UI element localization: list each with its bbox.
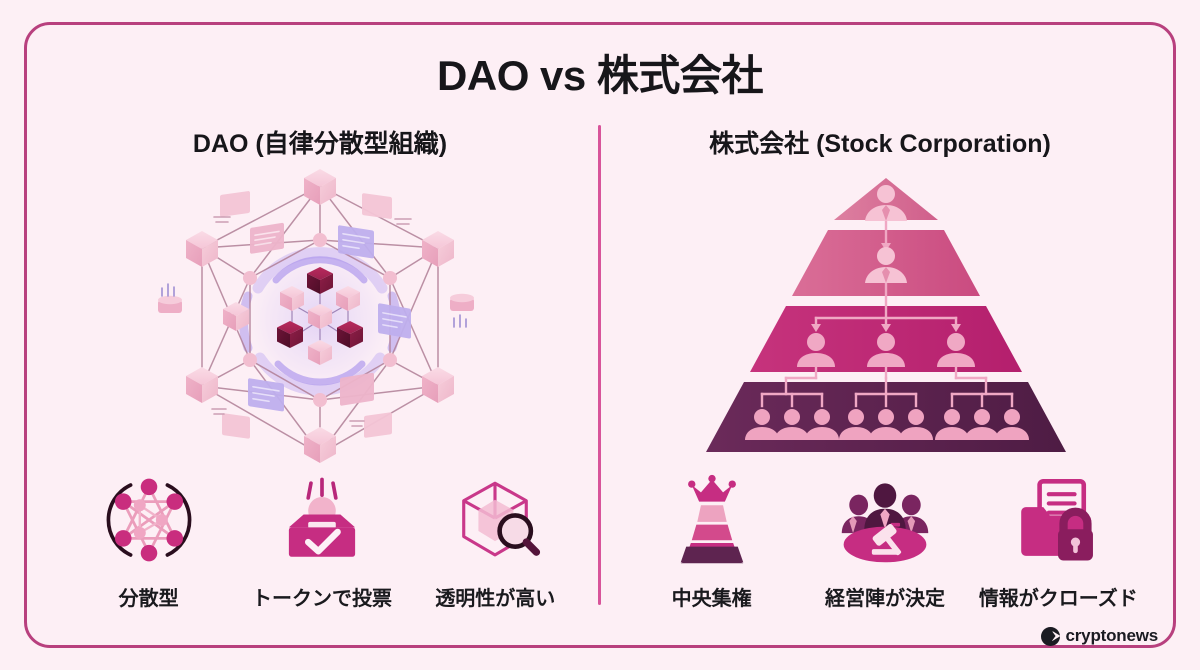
page-title: DAO vs 株式会社 xyxy=(437,52,763,99)
executive-board-gavel-icon xyxy=(838,468,932,572)
feature-label: 分散型 xyxy=(118,588,179,610)
column-divider xyxy=(598,125,601,605)
feature-label: 情報がクローズド xyxy=(978,588,1138,610)
feature-token-voting: トークンで投票 xyxy=(235,468,408,611)
transparent-cube-magnifier-icon xyxy=(449,468,541,572)
column-heading-dao: DAO (自律分散型組織) xyxy=(192,130,448,158)
brand-name: cryptonews xyxy=(1065,626,1159,645)
corporation-feature-list: 中央集権 xyxy=(625,468,1145,611)
crown-pyramid-icon xyxy=(666,468,758,572)
feature-closed-information: 情報がクローズド xyxy=(972,468,1145,611)
feature-label: 経営陣が決定 xyxy=(824,588,945,610)
dao-network-artwork xyxy=(150,168,490,468)
dao-feature-list: 分散型 トークンで投票 xyxy=(62,468,582,611)
network-nodes-icon xyxy=(103,468,195,572)
feature-label: トークンで投票 xyxy=(251,588,392,610)
feature-executive-decision: 経営陣が決定 xyxy=(798,468,971,611)
feature-decentralized: 分散型 xyxy=(62,468,235,611)
corporate-pyramid-artwork xyxy=(700,172,1072,462)
cryptonews-logo-icon xyxy=(1040,626,1060,646)
feature-transparency: 透明性が高い xyxy=(409,468,582,611)
feature-label: 中央集権 xyxy=(671,588,752,610)
column-heading-corporation: 株式会社 (Stock Corporation) xyxy=(709,130,1051,158)
feature-centralized: 中央集権 xyxy=(625,468,798,611)
locked-folder-icon xyxy=(1012,468,1104,572)
cryptonews-brand: cryptonews xyxy=(1040,626,1159,646)
ballot-box-token-icon xyxy=(276,468,368,572)
feature-label: 透明性が高い xyxy=(435,588,556,610)
